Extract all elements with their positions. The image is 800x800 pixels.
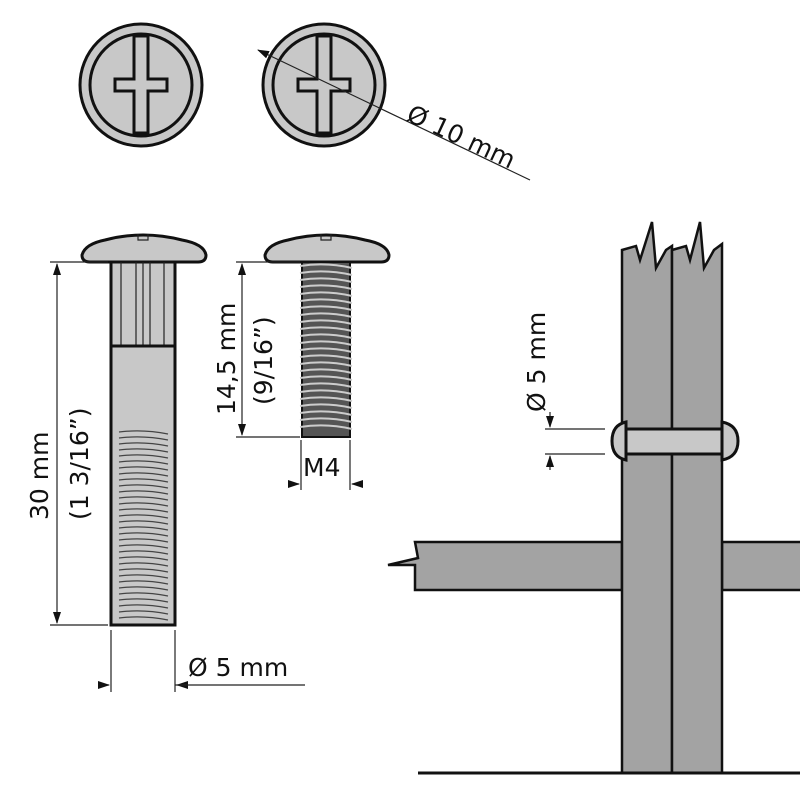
long-length-inch-label: (1 3/16”) bbox=[65, 408, 94, 520]
short-thread-label: M4 bbox=[303, 453, 340, 482]
long-diameter-label: Ø 5 mm bbox=[188, 653, 288, 682]
panel-right bbox=[670, 221, 724, 775]
installed-bolt-shank bbox=[623, 427, 727, 456]
internal-thread-lines bbox=[118, 430, 169, 621]
short-length-mm-label: 14,5 mm bbox=[212, 303, 241, 415]
head-diameter-dimension-line bbox=[257, 49, 531, 181]
external-thread-lines bbox=[299, 263, 353, 430]
short-screw-m4 bbox=[263, 233, 391, 438]
installed-diameter-label: Ø 5 mm bbox=[522, 312, 551, 412]
installed-view bbox=[387, 221, 800, 775]
head-diameter-label: Ø 10 mm bbox=[402, 99, 519, 174]
shelf-right bbox=[720, 540, 800, 592]
long-sleeve-nut bbox=[80, 233, 208, 627]
shelf-left bbox=[387, 540, 624, 592]
long-length-mm-label: 30 mm bbox=[25, 432, 54, 520]
screw-head-top-view-right bbox=[257, 22, 531, 181]
short-length-inch-label: (9/16”) bbox=[249, 316, 278, 405]
panel-left bbox=[620, 221, 674, 775]
screw-head-top-view-left bbox=[78, 22, 204, 148]
